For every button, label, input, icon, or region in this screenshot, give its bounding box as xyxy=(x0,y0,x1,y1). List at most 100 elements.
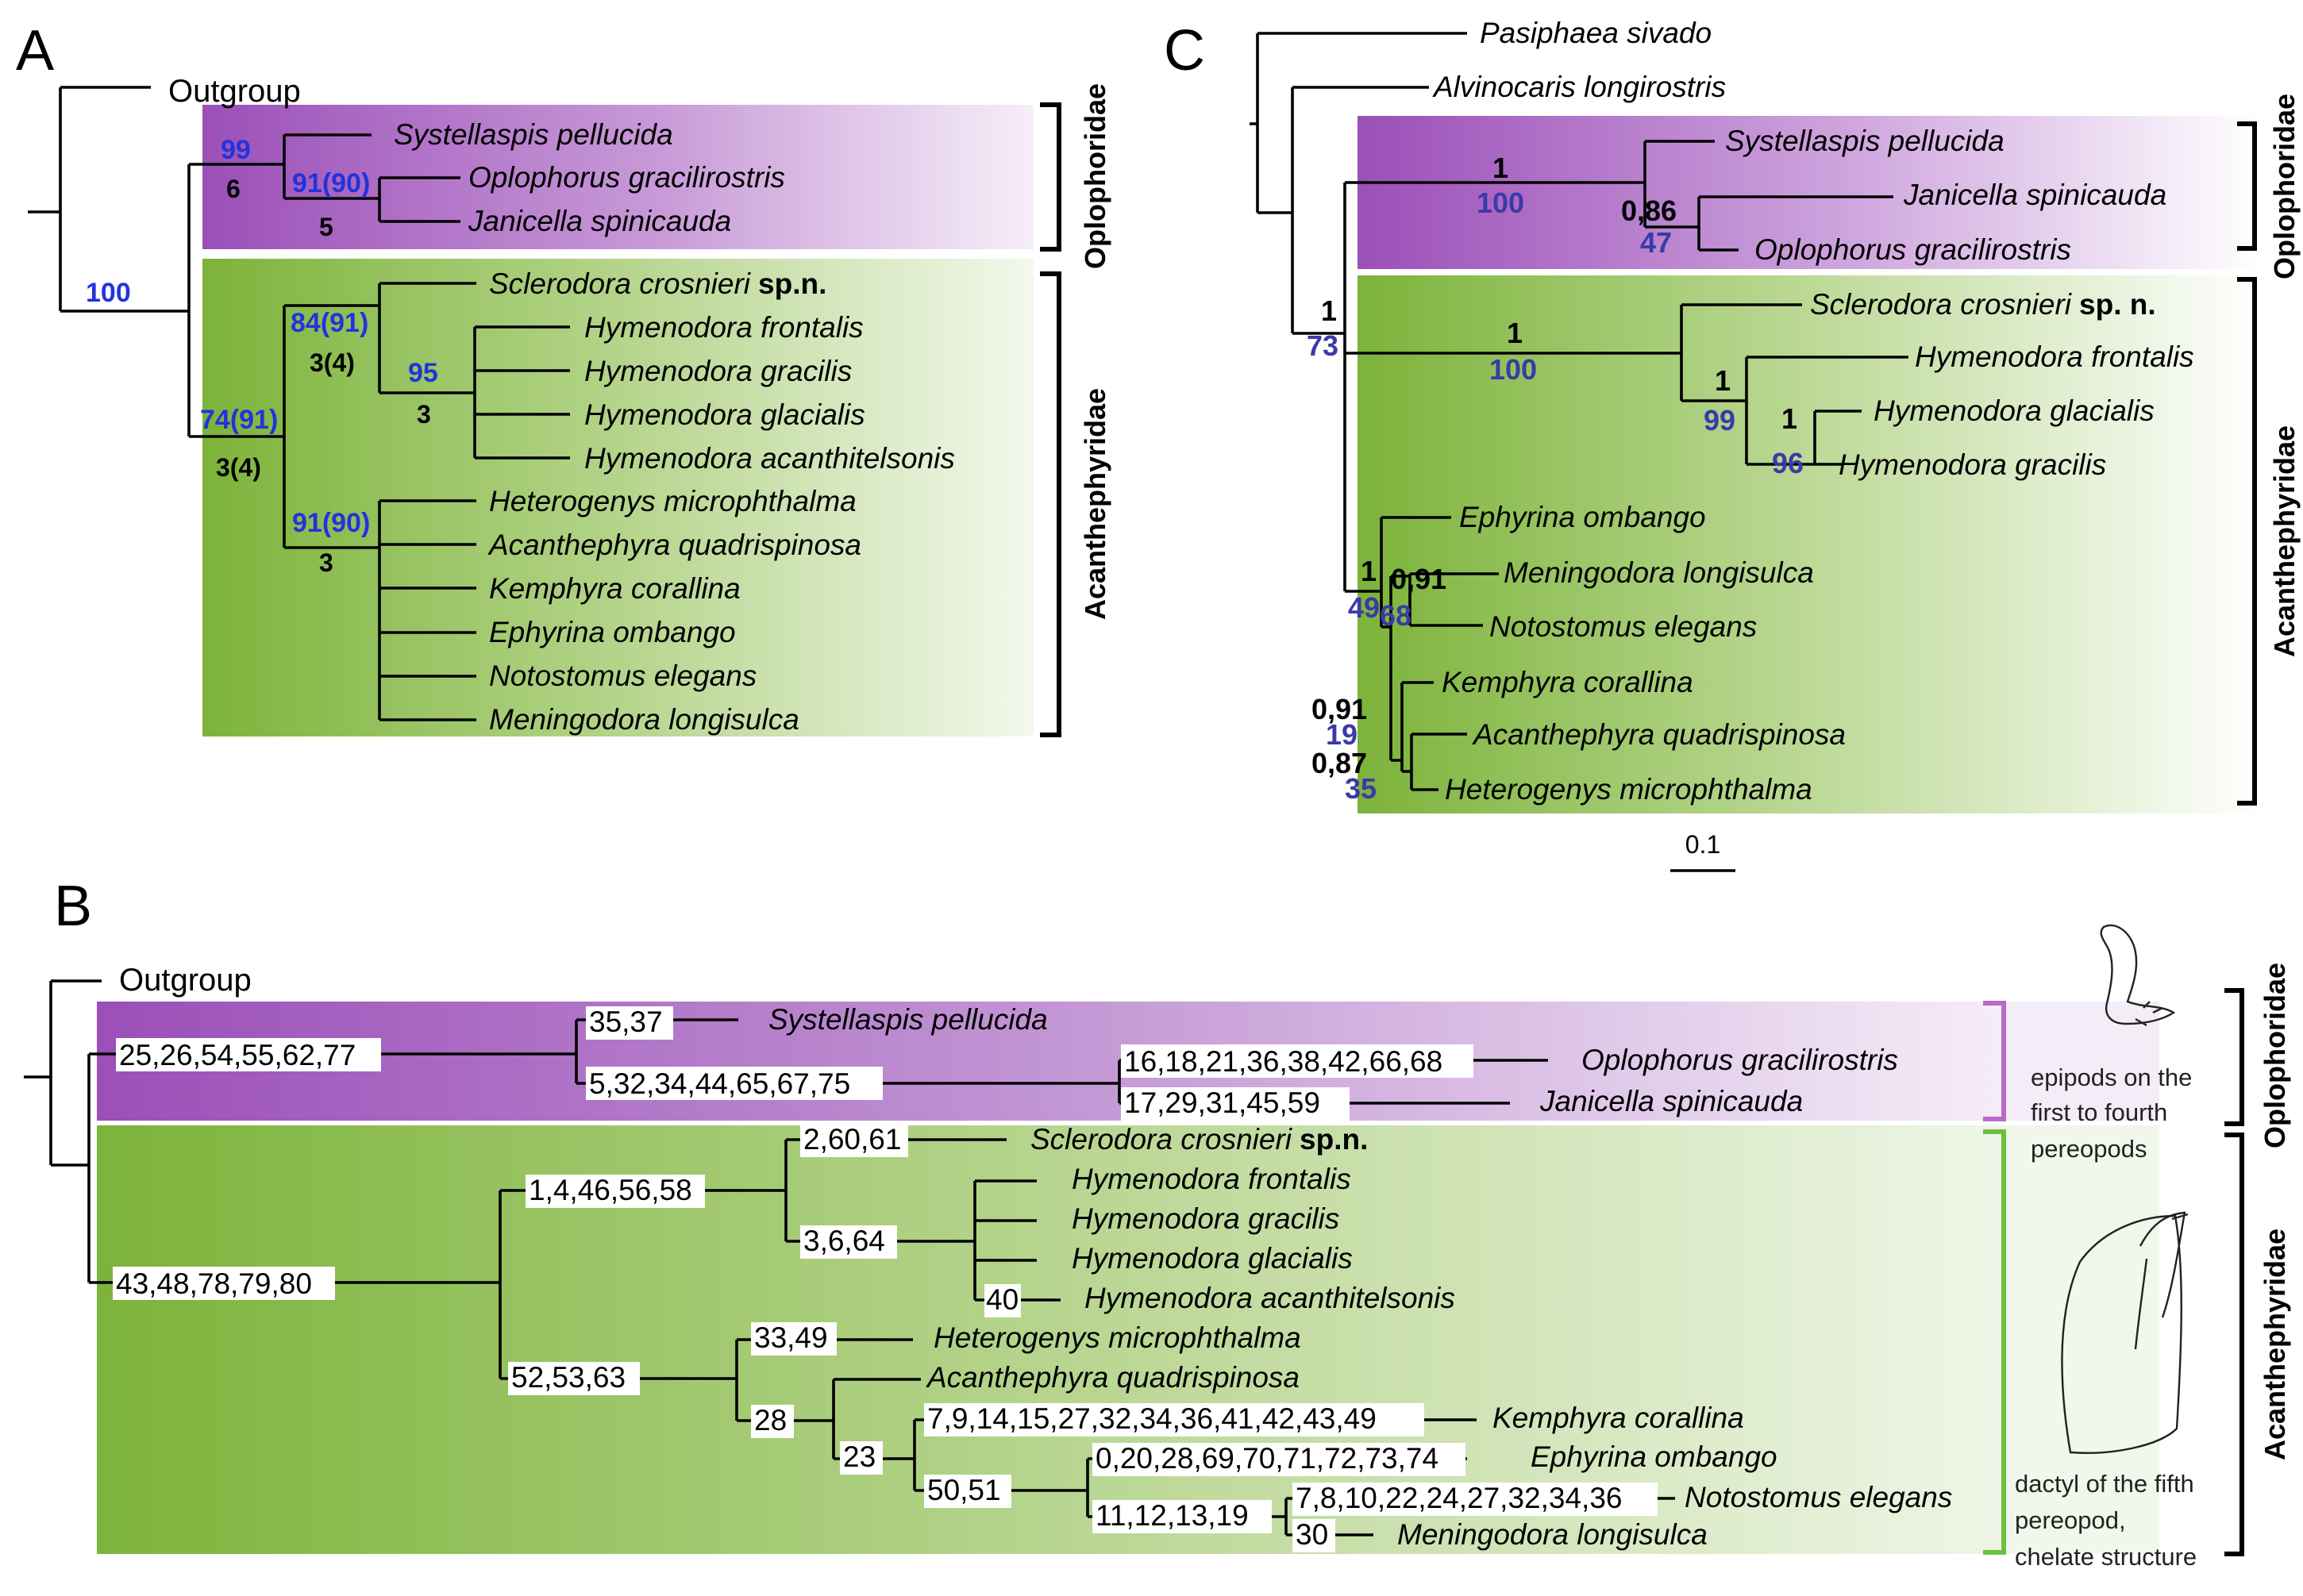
panel-b-char-label: 25,26,54,55,62,77 xyxy=(119,1039,356,1071)
panel-b-family-oplophoridae: Oplophoridae xyxy=(2259,963,2291,1148)
panel-a-taxon: Oplophorus gracilirostris xyxy=(468,161,785,194)
panel-c-acanthephyridae-bracket xyxy=(2237,277,2257,806)
panel-c-oplophoridae-bracket xyxy=(2237,121,2257,251)
panel-b-taxon: Meningodora longisulca xyxy=(1397,1518,1708,1551)
panel-b: B Outgroup Systellaspis pellucida Oploph… xyxy=(24,875,2291,1571)
panel-a-taxon: Hymenodora gracilis xyxy=(584,355,852,387)
panel-a-bootstrap: 95 xyxy=(408,358,438,388)
panel-c-taxon: Meningodora longisulca xyxy=(1504,556,1814,589)
panel-c-scale-label: 0.1 xyxy=(1685,830,1720,859)
panel-c-letter: C xyxy=(1164,19,1205,83)
panel-b-char-box xyxy=(1292,1483,1658,1516)
panel-b-taxon: Ephyrina ombango xyxy=(1531,1440,1777,1473)
panel-c-taxon: Hymenodora glacialis xyxy=(1874,394,2155,427)
panel-a-family-acanthephyridae: Acanthephyridae xyxy=(1079,388,1111,620)
panel-c: C Pasiphaea sivado Alvinocaris longirost… xyxy=(1164,17,2301,872)
panel-b-char-box xyxy=(984,1284,1021,1317)
panel-b-char-box xyxy=(1121,1087,1350,1121)
panel-b-char-box xyxy=(751,1405,794,1438)
panel-b-char-box xyxy=(800,1124,908,1157)
panel-c-bootstrap: 100 xyxy=(1477,187,1524,219)
panel-c-posterior: 1 xyxy=(1492,152,1508,184)
panel-c-taxon: Janicella spinicauda xyxy=(1903,179,2166,211)
panel-c-sp-suffix: sp. n. xyxy=(2079,288,2156,321)
panel-a-family-oplophoridae: Oplophoridae xyxy=(1079,83,1111,269)
panel-c-taxon: Heterogenys microphthalma xyxy=(1445,773,1812,806)
panel-c-posterior: 0,86 xyxy=(1621,194,1677,227)
panel-a-acanthephyridae-bracket xyxy=(1040,271,1061,737)
panel-b-char-label: 50,51 xyxy=(927,1474,1001,1506)
panel-c-family-oplophoridae: Oplophoridae xyxy=(2268,94,2301,279)
panel-b-note-oplophoridae: epipods on the xyxy=(2031,1063,2192,1091)
panel-a-support: 3(4) xyxy=(216,453,261,482)
panel-c-bootstrap: 35 xyxy=(1345,772,1377,805)
panel-c-new-species-name: Sclerodora crosnieri xyxy=(1810,288,2073,321)
panel-b-char-box xyxy=(586,1006,673,1040)
panel-b-note-acanthephyridae: chelate structure xyxy=(2015,1543,2197,1571)
panel-b-char-box xyxy=(526,1175,705,1208)
panel-b-char-label: 23 xyxy=(843,1440,876,1473)
panel-a-taxon: Acanthephyra quadrispinosa xyxy=(487,529,861,561)
panel-a-letter: A xyxy=(16,19,54,83)
panel-b-family-acanthephyridae: Acanthephyridae xyxy=(2259,1229,2291,1460)
panel-b-oplophoridae-bracket xyxy=(1983,1001,2006,1121)
epipod-illustration-icon xyxy=(2100,924,2176,1027)
panel-a-oplophoridae-bracket xyxy=(1040,102,1061,252)
panel-a-tree-branches xyxy=(28,86,570,721)
panel-a-taxon: Hymenodora glacialis xyxy=(584,398,865,431)
panel-a-taxon: Hymenodora acanthitelsonis xyxy=(584,442,955,475)
panel-b-note-acanthephyridae: pereopod, xyxy=(2015,1506,2126,1534)
panel-a-taxon: Meningodora longisulca xyxy=(489,703,799,736)
panel-a-support: 3 xyxy=(319,548,333,577)
panel-b-taxon: Janicella spinicauda xyxy=(1539,1085,1803,1117)
panel-c-oplophoridae-band xyxy=(1358,116,2263,269)
panel-a-taxon: Heterogenys microphthalma xyxy=(489,485,857,517)
panel-c-taxon: Kemphyra corallina xyxy=(1442,666,1693,698)
panel-c-posterior: 1 xyxy=(1361,555,1377,587)
panel-a-support: 3 xyxy=(417,400,431,429)
panel-c-taxon: Pasiphaea sivado xyxy=(1480,17,1712,49)
panel-a-taxon: Systellaspis pellucida xyxy=(394,118,673,151)
panel-b-char-label: 11,12,13,19 xyxy=(1096,1499,1249,1532)
panel-b-oplophoridae-band xyxy=(97,1002,2020,1121)
panel-c-tree-branches xyxy=(1250,32,1908,791)
panel-b-sp-suffix: sp.n. xyxy=(1300,1123,1368,1156)
panel-b-char-box xyxy=(1092,1500,1272,1533)
panel-b-char-box xyxy=(586,1067,883,1100)
panel-a-taxon: Kemphyra corallina xyxy=(489,572,741,605)
panel-b-char-box xyxy=(751,1322,837,1356)
panel-b-char-label: 35,37 xyxy=(589,1006,663,1038)
panel-b-taxon: Hymenodora frontalis xyxy=(1072,1163,1351,1195)
panel-b-char-label: 30 xyxy=(1296,1518,1328,1551)
panel-b-taxon: Hymenodora glacialis xyxy=(1072,1242,1353,1275)
panel-b-char-label: 17,29,31,45,59 xyxy=(1124,1086,1320,1119)
panel-b-acanthephyridae-bracket xyxy=(1983,1129,2006,1555)
panel-b-char-label: 2,60,61 xyxy=(803,1123,901,1156)
panel-c-taxon: Systellaspis pellucida xyxy=(1725,125,2005,157)
panel-b-char-box xyxy=(113,1267,335,1300)
panel-c-posterior: 1 xyxy=(1507,317,1523,349)
panel-b-letter: B xyxy=(54,875,92,938)
panel-c-bootstrap: 73 xyxy=(1307,329,1338,362)
panel-a-bootstrap: 99 xyxy=(221,135,251,165)
panel-b-char-box xyxy=(800,1225,897,1259)
panel-a-bootstrap: 100 xyxy=(86,278,131,308)
panel-b-note-oplophoridae: pereopods xyxy=(2031,1135,2147,1163)
panel-c-bootstrap: 47 xyxy=(1640,226,1672,259)
panel-b-char-label: 3,6,64 xyxy=(803,1225,885,1257)
panel-b-char-label: 40 xyxy=(986,1283,1019,1316)
panel-a-acanthephyridae-band xyxy=(202,259,1034,736)
panel-b-taxon: Oplophorus gracilirostris xyxy=(1581,1044,1898,1076)
panel-b-note-oplophoridae: first to fourth xyxy=(2031,1098,2167,1126)
panel-a-bootstrap: 84(91) xyxy=(291,308,368,338)
panel-a: A Outgroup Systellaspis pellucida Oploph… xyxy=(16,19,1111,737)
panel-b-char-label: 1,4,46,56,58 xyxy=(529,1174,692,1206)
panel-b-taxon: Heterogenys microphthalma xyxy=(934,1321,1301,1354)
dactyl-illustration-icon xyxy=(2061,1211,2189,1454)
panel-b-outgroup-label: Outgroup xyxy=(119,963,252,998)
panel-b-character-labels: 25,26,54,55,62,77 35,37 5,32,34,44,65,67… xyxy=(113,1006,1658,1552)
panel-b-char-label: 7,9,14,15,27,32,34,36,41,42,43,49 xyxy=(927,1402,1377,1435)
